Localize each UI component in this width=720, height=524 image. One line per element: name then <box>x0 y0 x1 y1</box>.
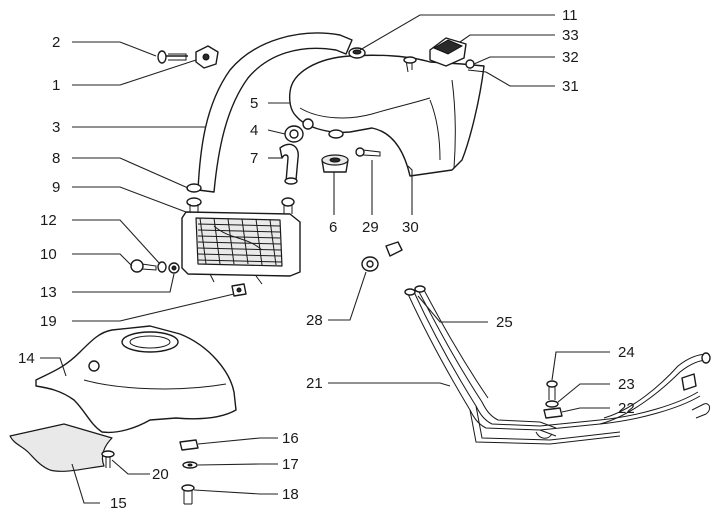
rubber-plug-part-28 <box>361 241 403 272</box>
radiator-part <box>181 197 301 285</box>
label-8: 8 <box>52 150 60 167</box>
label-31: 31 <box>562 78 579 95</box>
bracket-part-19 <box>231 283 247 297</box>
washer-part-12 <box>157 261 167 273</box>
bolt-part-29 <box>355 147 381 157</box>
clamp-part-22 <box>543 407 563 419</box>
label-20: 20 <box>152 466 169 483</box>
hose-part <box>197 32 353 193</box>
label-33: 33 <box>562 27 579 44</box>
label-11: 11 <box>562 7 578 24</box>
cap-clip-part <box>465 59 487 73</box>
label-24: 24 <box>618 344 635 361</box>
label-29: 29 <box>362 219 379 236</box>
coolant-pipes-part <box>404 285 711 445</box>
rubber-mat-part <box>9 423 113 472</box>
label-25: 25 <box>496 314 513 331</box>
label-32: 32 <box>562 49 579 66</box>
leader-lines <box>40 14 610 504</box>
label-4: 4 <box>250 122 258 139</box>
label-21: 21 <box>306 375 323 392</box>
label-15: 15 <box>110 495 127 512</box>
label-12: 12 <box>40 212 57 229</box>
label-19: 19 <box>40 313 57 330</box>
label-3: 3 <box>52 119 60 136</box>
screw-part-18 <box>181 484 195 505</box>
screw-part-10 <box>130 259 157 273</box>
expansion-tank-part <box>288 54 485 177</box>
washer-part-23 <box>545 400 559 408</box>
label-6: 6 <box>329 219 337 236</box>
label-18: 18 <box>282 486 299 503</box>
screw-part-2 <box>157 50 188 64</box>
part-number-labels: 2 1 3 8 9 12 10 13 19 14 15 20 16 17 18 … <box>18 7 635 512</box>
label-28: 28 <box>306 312 323 329</box>
screw-part-20 <box>101 450 115 468</box>
rubber-ring-part-4 <box>284 125 304 143</box>
label-30: 30 <box>402 219 419 236</box>
label-22: 22 <box>618 400 635 417</box>
filler-cap-part <box>429 37 467 67</box>
label-7: 7 <box>250 150 258 167</box>
bolt-part-24 <box>546 380 558 400</box>
washer-part-17 <box>182 461 198 469</box>
label-13: 13 <box>40 284 57 301</box>
grommet-part-11 <box>348 47 366 59</box>
nut-part-1 <box>195 45 219 69</box>
label-10: 10 <box>40 246 57 263</box>
label-1: 1 <box>52 77 60 94</box>
grommet-part-8 <box>186 183 202 193</box>
clip-part-16 <box>179 439 199 451</box>
label-17: 17 <box>282 456 299 473</box>
nut-part-13 <box>168 262 180 274</box>
cover-shield-part <box>35 325 237 434</box>
rubber-mount-part-6 <box>321 154 349 173</box>
label-2: 2 <box>52 34 60 51</box>
label-9: 9 <box>52 179 60 196</box>
label-16: 16 <box>282 430 299 447</box>
elbow-hose-part-7 <box>279 143 299 185</box>
label-23: 23 <box>618 376 635 393</box>
label-14: 14 <box>18 350 35 367</box>
label-5: 5 <box>250 95 258 112</box>
